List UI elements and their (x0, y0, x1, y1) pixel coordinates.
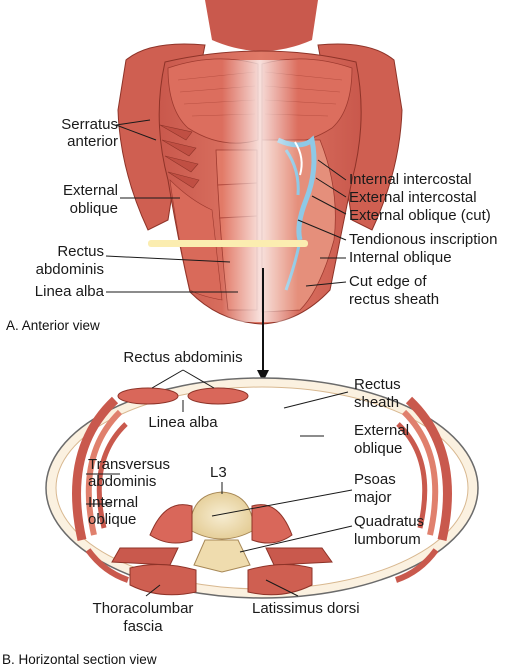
label-internal-intercostal: Internal intercostal (349, 171, 472, 188)
latissimus-right (394, 548, 439, 583)
label-cut-edge-2: rectus sheath (349, 291, 440, 308)
label-quadratus-2: lumborum (354, 531, 421, 548)
lateral-muscles-right (396, 396, 452, 541)
back-muscle-left (129, 563, 197, 596)
latissimus-left (85, 548, 130, 583)
label-external-oblique-1: External (62, 182, 118, 199)
linea-alba-glow (222, 60, 298, 322)
label-rectus-abdominis-1: Rectus (57, 243, 104, 260)
label-rectus-sheath-1: Rectus (354, 376, 401, 393)
back-muscle-right (247, 563, 313, 596)
label-latissimus: Latissimus dorsi (252, 600, 360, 617)
label-psoas-2: major (354, 489, 392, 506)
label-psoas-1: Psoas (354, 471, 396, 488)
psoas-right (251, 504, 293, 544)
label-l3: L3 (210, 464, 227, 481)
label-thoracolumbar-2: fascia (123, 618, 163, 635)
horizontal-section (45, 377, 479, 599)
neck (205, 0, 318, 51)
label-quadratus-1: Quadratus (354, 513, 425, 530)
label-thoracolumbar-1: Thoracolumbar (92, 600, 194, 617)
label-transversus-1: Transversus (88, 456, 170, 473)
label-rectus-abdominis-2: abdominis (35, 261, 104, 278)
section-plane (148, 240, 308, 247)
quadratus-left (111, 547, 179, 566)
caption-panel-b: B. Horizontal section view (2, 652, 157, 667)
label-external-oblique-cut: External oblique (cut) (349, 207, 491, 224)
label-internal-oblique-b1: Internal (88, 494, 139, 511)
section-arrow-head (257, 370, 269, 382)
label-rectus-sheath-2: sheath (354, 394, 400, 411)
label-transversus-2: abdominis (88, 473, 157, 490)
label-external-oblique-b2: oblique (354, 440, 403, 457)
serratus-digitations (159, 124, 200, 189)
label-external-intercostal: External intercostal (349, 189, 477, 206)
psoas-left (149, 504, 193, 544)
label-internal-oblique-a: Internal oblique (349, 249, 452, 266)
anterior-torso (117, 0, 403, 382)
label-rectus-abdominis-b: Rectus abdominis (123, 349, 243, 366)
rectus-belly-left (117, 387, 179, 405)
label-internal-oblique-b2: oblique (88, 511, 137, 528)
vertebra-arch (193, 539, 251, 573)
label-external-oblique-2: oblique (69, 200, 118, 217)
panel-a-leaders (105, 119, 347, 293)
label-serratus-anterior-2: anterior (67, 133, 118, 150)
quadratus-right (265, 547, 333, 566)
rectus-belly-right (187, 387, 249, 405)
label-tendinous-inscription: Tendionous inscription (349, 231, 498, 248)
label-linea-alba-b: Linea alba (148, 414, 218, 431)
vertebra-body (189, 491, 255, 540)
label-external-oblique-b1: External (354, 422, 410, 439)
label-cut-edge-1: Cut edge of (349, 273, 427, 290)
lateral-muscles-left (72, 396, 128, 541)
label-linea-alba-a: Linea alba (34, 283, 104, 300)
label-serratus-anterior-1: Serratus (61, 116, 118, 133)
panel-b-leaders (86, 369, 353, 597)
caption-panel-a: A. Anterior view (6, 318, 100, 333)
